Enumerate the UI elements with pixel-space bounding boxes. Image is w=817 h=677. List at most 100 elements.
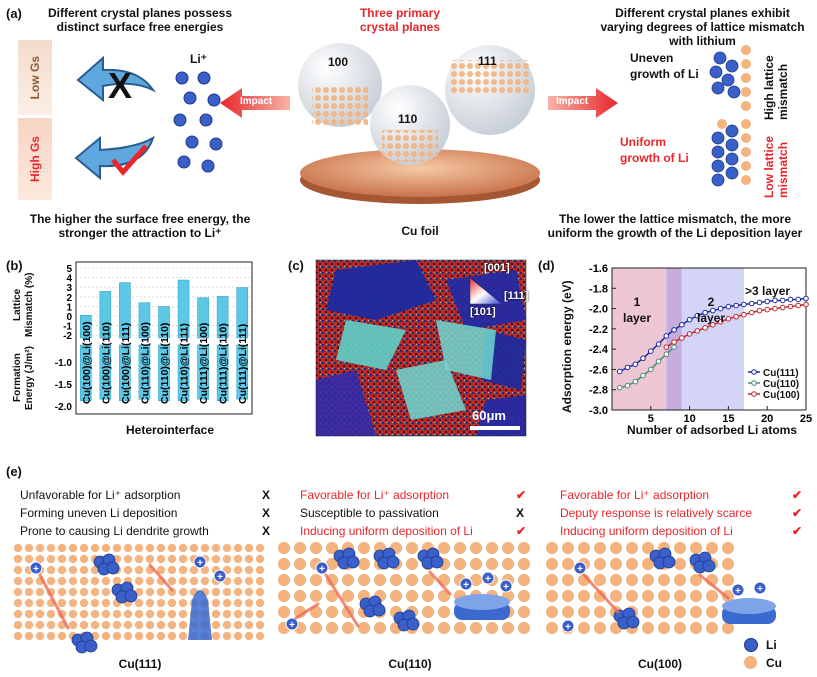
- cu-atom: [405, 541, 419, 555]
- cu-atom: [167, 565, 177, 575]
- cu-atom: [57, 543, 67, 553]
- cu-atom: [517, 573, 531, 587]
- cu-atom: [689, 621, 703, 635]
- plus-sign: +: [463, 580, 469, 591]
- cu-atom: [625, 573, 639, 587]
- cu-atom: [501, 541, 515, 555]
- cu-atom: [453, 557, 467, 571]
- legend-entry: Cu(111): [763, 368, 799, 379]
- cu-atom: [721, 589, 735, 603]
- cu-atom: [68, 543, 78, 553]
- deposition-arrow: [294, 602, 320, 620]
- cu110-mark-3: ✔: [516, 524, 527, 538]
- cu-atom: [145, 576, 155, 586]
- series-point: [795, 296, 802, 303]
- panel-b-ytick-bottom: -1.5: [55, 380, 73, 391]
- cu-atom: [609, 589, 623, 603]
- panel-d-label: (d): [538, 258, 555, 273]
- cu-atom: [545, 557, 559, 571]
- cu-atom: [134, 609, 144, 619]
- panel-b-bar-top: [177, 279, 190, 339]
- cu-atom: [689, 573, 703, 587]
- cu-atom: [255, 598, 265, 608]
- series-point: [702, 325, 708, 331]
- cu-atom: [593, 557, 607, 571]
- cu-atom: [79, 620, 89, 630]
- cu-atom: [134, 543, 144, 553]
- panel-b-bar-top: [119, 282, 131, 339]
- series-point: [710, 307, 716, 314]
- series-point: [733, 313, 739, 320]
- cu-atom: [35, 620, 45, 630]
- deposition-disc-top: [722, 598, 776, 614]
- cu-atom: [255, 620, 265, 630]
- cu-atom: [293, 541, 307, 555]
- panel-b-ytick-top: 0: [66, 312, 72, 323]
- cu-atom: [134, 620, 144, 630]
- series-point: [632, 361, 639, 368]
- panel-d-ytick-label: -2.0: [589, 304, 608, 316]
- li-ion: [29, 561, 43, 575]
- panel-b-bar-bottom: [138, 344, 151, 400]
- legend-entry: Cu(100): [763, 390, 800, 401]
- li-atom: [124, 589, 138, 603]
- plus-sign: +: [757, 584, 763, 595]
- cu-atom: [156, 565, 166, 575]
- cu110-line-3: Inducing uniform deposition of Li: [300, 524, 473, 538]
- accepted-arrow-icon: [74, 135, 155, 181]
- cu-atom: [112, 631, 122, 641]
- li-ion: [561, 619, 575, 633]
- cu-atom: [167, 576, 177, 586]
- cu100-line-3: Inducing uniform deposition of Li: [560, 524, 733, 538]
- cu-atom: [57, 631, 67, 641]
- rejected-arrow-icon: X: [76, 55, 156, 106]
- panel-b-bar-top: [79, 315, 92, 339]
- cu-atom: [561, 557, 575, 571]
- cu-atom: [189, 543, 199, 553]
- cu-atom: [167, 598, 177, 608]
- cu-atom: [200, 565, 210, 575]
- cu100-line-1: Favorable for Li⁺ adsorption: [560, 488, 710, 502]
- cu-atom: [625, 541, 639, 555]
- cu-atom: [13, 587, 23, 597]
- cu-atom: [112, 609, 122, 619]
- cu-atom: [657, 573, 671, 587]
- cu-atom: [134, 598, 144, 608]
- cu-atom: [293, 589, 307, 603]
- cu-atom: [593, 621, 607, 635]
- series-point: [795, 302, 802, 309]
- panel-b-category-label: Cu(110)@Li(100): [139, 322, 151, 404]
- low-gs-box: Low Gs: [18, 40, 52, 115]
- cu-atom: [101, 609, 111, 619]
- series-point: [725, 303, 732, 310]
- plus-sign: +: [33, 564, 39, 575]
- cu-atom: [421, 605, 435, 619]
- series-point: [624, 382, 631, 389]
- region-2-band: [681, 268, 744, 410]
- cu-atom: [673, 573, 687, 587]
- cu-atom: [189, 565, 199, 575]
- cu-atom: [577, 605, 591, 619]
- cu-atom: [721, 573, 735, 587]
- series-point: [694, 328, 701, 334]
- cu-atom: [167, 631, 177, 641]
- cu-foil-caption: Cu foil: [401, 224, 439, 238]
- panel-b-category-label: Cu(111)@Li(110): [218, 323, 230, 404]
- cu-atom: [277, 605, 291, 619]
- li-ion: [481, 571, 495, 585]
- cu-atom: [357, 621, 371, 635]
- li-ion-cluster: [173, 71, 223, 173]
- high-gs-box: High Gs: [18, 118, 52, 200]
- cu-atom: [68, 576, 78, 586]
- panel-d-xtick-label: 10: [683, 413, 695, 425]
- cu111-caption: Cu(111): [118, 657, 162, 671]
- uniform-growth-label: Uniform growth of Li: [620, 135, 689, 165]
- cu-atom: [57, 587, 67, 597]
- cu-atom: [46, 543, 56, 553]
- panel-b-bar-bottom: [216, 344, 229, 402]
- cu-atom: [167, 587, 177, 597]
- ipf-001-label: [001]: [484, 262, 510, 274]
- cu-atom: [255, 543, 265, 553]
- cu-atom: [178, 576, 188, 586]
- series-point: [779, 297, 786, 304]
